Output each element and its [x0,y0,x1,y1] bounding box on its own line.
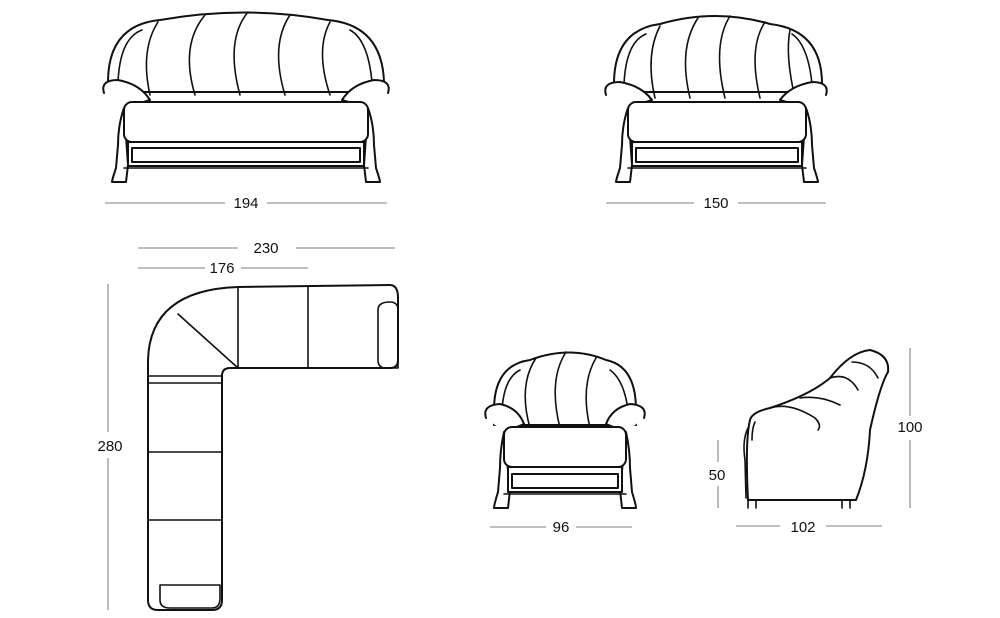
sofa-3-seat-front-view [102,11,390,183]
dimension-armchair-width: 96 [490,519,632,536]
armchair-side-view [743,349,890,509]
dimension-sofa-3-width: 194 [105,195,387,212]
armchair-width-label: 96 [553,519,570,536]
corner-depth-label: 280 [97,438,122,455]
sofa-2-seat-front-view [604,15,828,183]
armchair-side-depth-label: 102 [790,519,815,536]
armchair-total-height-label: 100 [897,419,922,436]
armchair-seat-height-label: 50 [709,467,726,484]
dimension-corner-inner-width: 176 [138,260,308,277]
corner-total-width-label: 230 [253,240,278,257]
dimension-armchair-seat-height: 50 [709,440,726,508]
armchair-front-view [484,351,646,509]
dimension-corner-depth: 280 [97,284,123,610]
dimension-armchair-total-height: 100 [897,348,923,508]
sofa-3-width-label: 194 [233,195,258,212]
dimension-corner-total-width: 230 [138,240,395,257]
corner-inner-width-label: 176 [209,260,234,277]
dimension-sofa-2-width: 150 [606,195,826,212]
corner-sofa-top-view [147,284,399,611]
dimension-armchair-side-depth: 102 [736,519,882,536]
sofa-2-width-label: 150 [703,195,728,212]
